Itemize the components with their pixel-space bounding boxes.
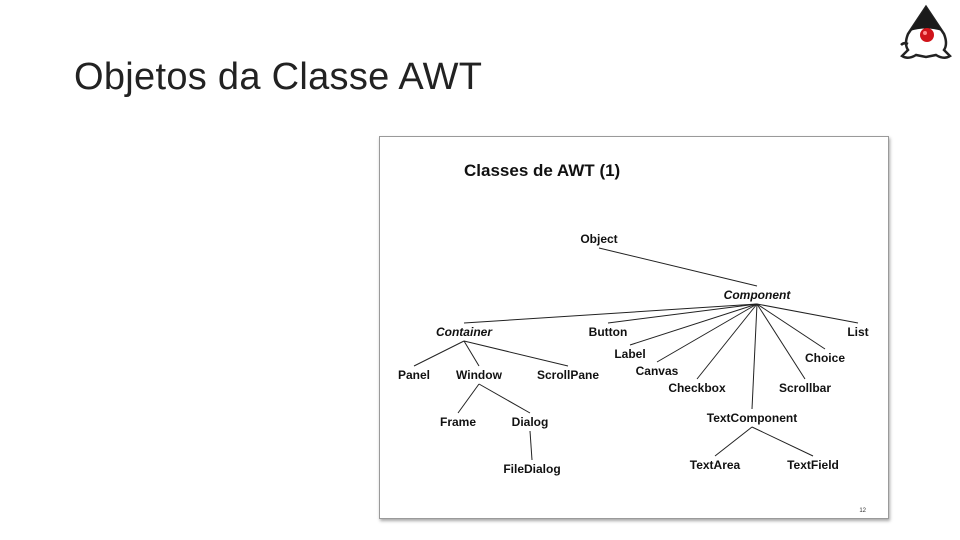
node-window: Window [456, 368, 503, 382]
node-frame: Frame [440, 415, 476, 429]
node-label: Label [614, 347, 645, 361]
node-scrollbar: Scrollbar [779, 381, 831, 395]
edge-component-textcomponent [751, 303, 758, 410]
node-list: List [847, 325, 868, 339]
edge-window-frame [457, 383, 480, 414]
edge-window-dialog [478, 383, 531, 414]
node-checkbox: Checkbox [668, 381, 726, 395]
node-textcomponent: TextComponent [707, 411, 797, 425]
node-component: Component [724, 288, 792, 302]
java-duke-mascot-icon [900, 4, 952, 59]
node-dialog: Dialog [512, 415, 549, 429]
node-canvas: Canvas [636, 364, 679, 378]
edge-container-window [463, 340, 480, 367]
edge-component-choice [756, 303, 826, 350]
node-textfield: TextField [787, 458, 839, 472]
figure-title-text: Classes de AWT [464, 161, 595, 180]
edge-dialog-filedialog [529, 430, 533, 461]
edge-component-list [756, 303, 859, 324]
edge-textcomponent-textarea [714, 426, 753, 457]
edge-component-container [463, 303, 758, 324]
edge-component-label [629, 303, 758, 346]
node-object: Object [580, 232, 617, 246]
edge-object-component [598, 247, 758, 287]
node-container: Container [436, 325, 493, 339]
edge-component-canvas [656, 303, 758, 363]
node-scrollpane: ScrollPane [537, 368, 599, 382]
node-button: Button [589, 325, 628, 339]
node-textarea: TextArea [690, 458, 741, 472]
edge-container-panel [413, 340, 465, 367]
node-panel: Panel [398, 368, 430, 382]
edge-component-checkbox [696, 303, 758, 380]
figure-title-number: (1) [599, 161, 621, 180]
node-choice: Choice [805, 351, 845, 365]
edge-textcomponent-textfield [751, 426, 814, 457]
figure-title: Classes de AWT (1) [464, 161, 620, 181]
edge-component-button [607, 303, 758, 324]
figure-page-number: 12 [859, 508, 866, 514]
node-filedialog: FileDialog [503, 462, 560, 476]
slide-title: Objetos da Classe AWT [74, 56, 483, 98]
edge-component-scrollbar [756, 303, 806, 380]
edge-container-scrollpane [463, 340, 569, 367]
